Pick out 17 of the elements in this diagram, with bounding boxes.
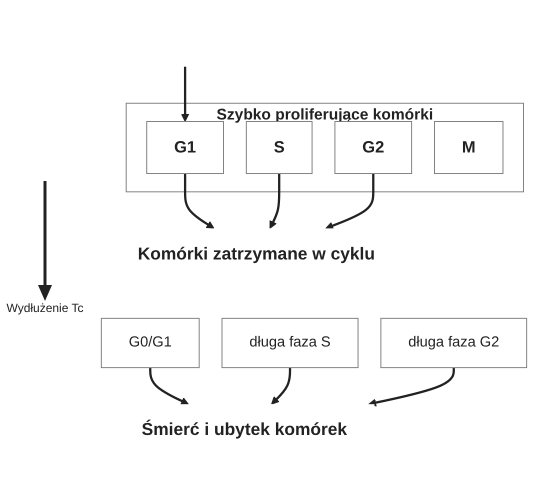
node-text: Śmierć i ubytek komórek (142, 420, 348, 440)
note-text: Wydłużenie Tc (6, 301, 84, 315)
arrow (325, 173, 374, 230)
arrow (181, 66, 190, 122)
node-box: G2 (334, 120, 412, 174)
arrow (184, 173, 214, 228)
arrow (271, 367, 292, 404)
arrow (368, 367, 455, 406)
node-box: długa faza S (222, 317, 358, 368)
node-text: Komórki zatrzymane w cyklu (138, 244, 375, 264)
node-box: M (434, 120, 504, 174)
arrow (270, 173, 280, 228)
node-box: G0/G1 (100, 317, 200, 368)
arrow (149, 367, 189, 404)
node-box: długa faza G2 (380, 317, 528, 368)
node-box: S (246, 120, 313, 174)
node-box: G1 (146, 120, 224, 174)
